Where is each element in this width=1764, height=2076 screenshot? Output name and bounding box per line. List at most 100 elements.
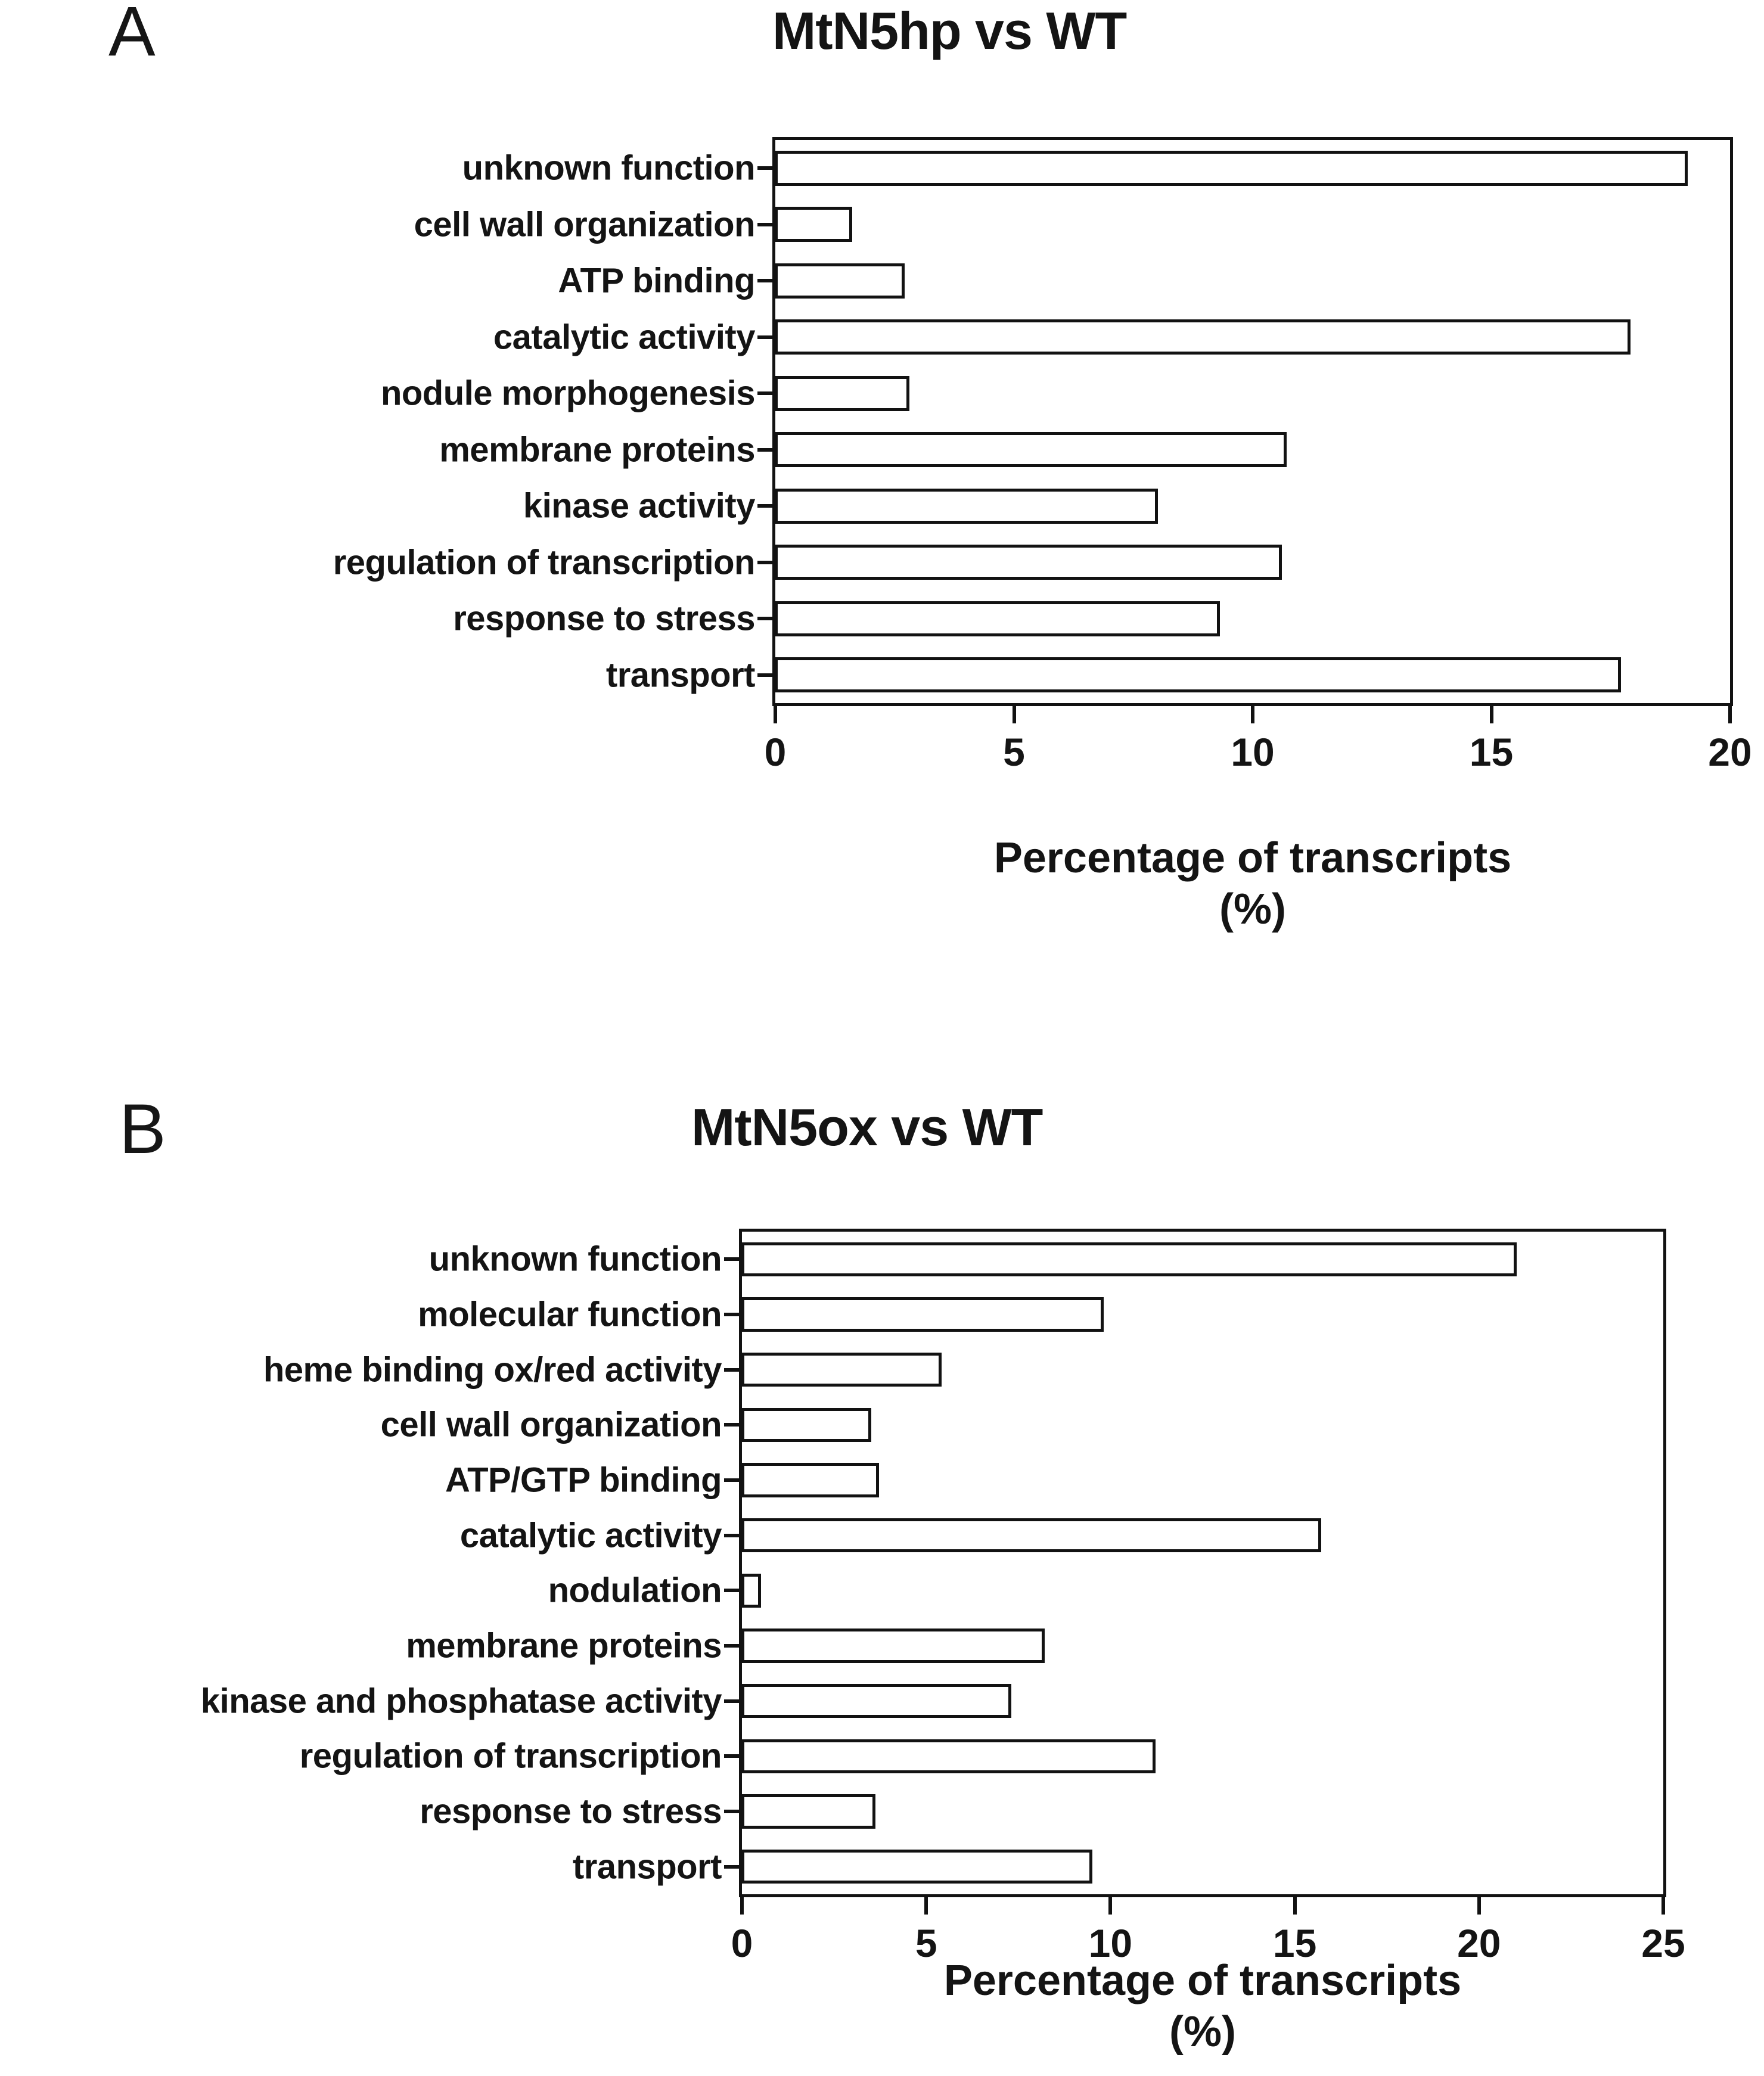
bar [741, 1352, 942, 1387]
y-axis-label: kinase and phosphatase activity [200, 1682, 722, 1721]
y-axis-tick [724, 1478, 742, 1483]
x-axis-tick-label: 20 [1708, 730, 1752, 774]
y-axis-tick [724, 1644, 742, 1648]
bar [741, 1849, 1093, 1884]
bar-rows-b: unknown function molecular function heme b… [201, 1232, 1663, 1894]
bar [775, 263, 905, 299]
bar-row: nodulation [548, 1563, 1663, 1618]
y-axis-tick [757, 673, 775, 677]
y-axis-tick [724, 1589, 742, 1593]
bar-row: membrane proteins [406, 1618, 1663, 1674]
bar-row: kinase and phosphatase activity [201, 1673, 1663, 1729]
bar [741, 1683, 1012, 1718]
bar-row: membrane proteins [439, 422, 1730, 478]
x-axis-tick-label: 15 [1272, 1921, 1317, 1965]
y-axis-label: transport [605, 655, 756, 695]
x-axis-tick [1108, 1894, 1113, 1915]
x-axis-tick-label: 5 [915, 1921, 937, 1965]
y-axis-label: unknown function [428, 1239, 722, 1279]
y-axis-tick [757, 391, 775, 396]
bar [741, 1739, 1156, 1774]
y-axis-label: ATP/GTP binding [445, 1460, 722, 1500]
y-axis-label: nodule morphogenesis [380, 374, 756, 413]
y-axis-label: cell wall organization [414, 205, 756, 244]
panel-b-title: MtN5ox vs WT [691, 1098, 1043, 1157]
bar [775, 601, 1220, 636]
y-axis-label: heme binding ox/red activity [263, 1350, 722, 1390]
x-axis-tick [774, 703, 777, 723]
plot-area-b: unknown function molecular function heme b… [201, 1229, 1685, 1965]
x-axis-tick [1012, 703, 1016, 723]
x-axis-tick [1477, 1894, 1481, 1915]
bar [741, 1242, 1517, 1277]
bar [741, 1407, 872, 1443]
y-axis-tick [724, 1313, 742, 1316]
bar [775, 375, 910, 411]
y-axis-tick [757, 166, 775, 170]
bar [741, 1463, 879, 1497]
x-axis-tick [1293, 1894, 1297, 1915]
bar-row: regulation of transcription [300, 1729, 1663, 1784]
bar-row: regulation of transcription [333, 534, 1730, 591]
y-axis-tick [724, 1754, 742, 1758]
panel-b-letter: B [119, 1090, 166, 1168]
panel-a-letter: A [108, 0, 156, 71]
bar-row: ATP/GTP binding [445, 1453, 1663, 1508]
x-axis-tick-label: 10 [1231, 730, 1275, 774]
bar-row: catalytic activity [493, 309, 1730, 366]
x-axis-tick-label: 25 [1641, 1921, 1685, 1965]
y-axis-label: catalytic activity [459, 1516, 722, 1555]
bar [741, 1573, 761, 1608]
bar [775, 432, 1287, 468]
y-axis-label: kinase activity [523, 486, 756, 526]
y-axis-label: unknown function [462, 148, 756, 188]
x-axis-tick-label: 20 [1457, 1921, 1501, 1965]
bar [775, 319, 1631, 355]
x-axis-unit-b: (%) [1169, 2008, 1236, 2056]
panel-b: B MtN5ox vs WT unknown function molecular… [0, 1049, 1764, 2076]
bar-row: response to stress [453, 591, 1730, 647]
x-axis-title-b: Percentage of transcripts [943, 1957, 1462, 2004]
bar-row: cell wall organization [381, 1397, 1663, 1453]
bar [775, 488, 1158, 524]
bar-row: cell wall organization [414, 197, 1730, 253]
bar-row: molecular function [418, 1287, 1663, 1342]
y-axis-tick [724, 1699, 742, 1703]
panel-a-title: MtN5hp vs WT [772, 1, 1127, 60]
x-axis-tick-label: 0 [764, 730, 787, 774]
bar-row: catalytic activity [460, 1508, 1663, 1563]
bar [741, 1297, 1104, 1332]
y-axis-label: cell wall organization [380, 1405, 722, 1444]
y-axis-tick [757, 279, 775, 283]
y-axis-label: nodulation [548, 1571, 722, 1610]
y-axis-label: membrane proteins [439, 430, 755, 470]
y-axis-tick [757, 504, 775, 508]
y-axis-tick [757, 560, 775, 564]
y-axis-label: regulation of transcription [333, 543, 756, 582]
bar-row: kinase activity [523, 478, 1730, 534]
y-axis-tick [724, 1368, 742, 1372]
y-axis-label: ATP binding [558, 261, 755, 300]
x-axis-title-a: Percentage of transcripts [993, 834, 1512, 882]
x-axis-tick [1661, 1894, 1665, 1915]
bar [741, 1629, 1045, 1663]
bar-row: transport [573, 1839, 1663, 1894]
x-axis-tick-label: 0 [731, 1921, 753, 1965]
bar-row: unknown function [462, 140, 1730, 197]
x-axis-tick [1728, 703, 1732, 723]
y-axis-label: catalytic activity [493, 318, 756, 357]
y-axis-label: molecular function [418, 1295, 722, 1334]
x-axis-tick-label: 15 [1469, 730, 1514, 774]
x-axis-tick [1489, 703, 1493, 723]
bar-row: ATP binding [558, 253, 1730, 309]
y-axis-tick [724, 1423, 742, 1427]
x-axis-tick-label: 5 [1003, 730, 1025, 774]
y-axis-tick [757, 335, 775, 339]
bar [775, 657, 1621, 693]
y-axis-tick [757, 222, 775, 226]
bar [741, 1794, 875, 1829]
y-axis-tick [724, 1810, 742, 1814]
y-axis-tick [724, 1257, 742, 1261]
